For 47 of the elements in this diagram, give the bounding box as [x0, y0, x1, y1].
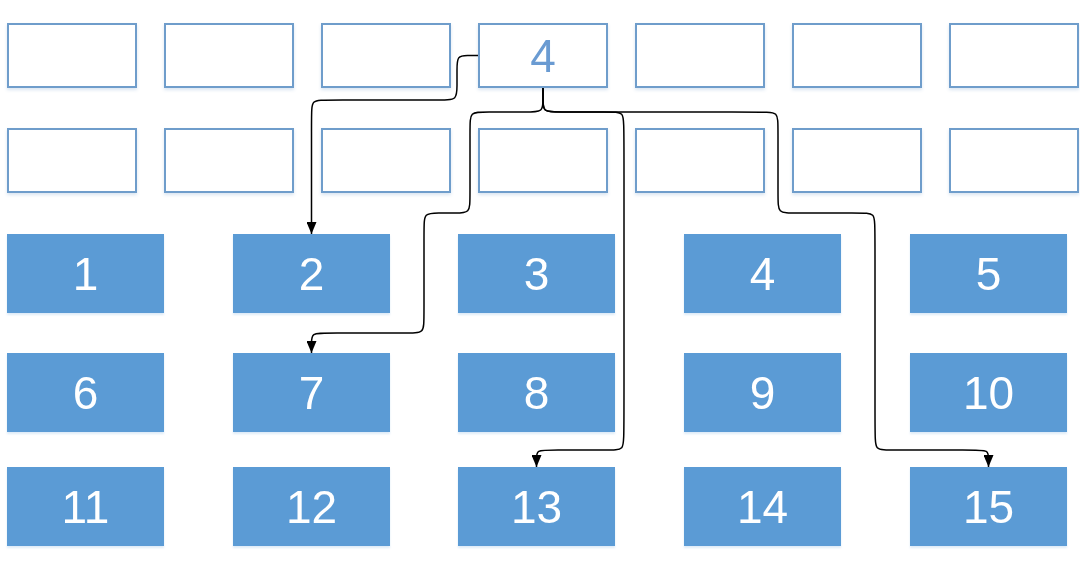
outlined-box: [635, 128, 765, 193]
outlined-box: [478, 23, 608, 88]
block-number: 6: [72, 369, 99, 416]
filled-block: [458, 234, 615, 313]
arrow: [306, 54, 479, 235]
block-number: 13: [510, 483, 563, 530]
filled-block: [7, 467, 164, 546]
block-number: 10: [962, 369, 1015, 416]
filled-block: [910, 467, 1067, 546]
block-number: 3: [523, 250, 550, 297]
outlined-box: [164, 128, 294, 193]
block-number: 12: [285, 483, 338, 530]
outlined-box: [949, 23, 1079, 88]
outlined-box: [7, 128, 137, 193]
arrow: [542, 87, 994, 468]
filled-block: [7, 353, 164, 432]
filled-block: [233, 234, 390, 313]
filled-block: [684, 467, 841, 546]
outlined-box: [478, 128, 608, 193]
block-number: 14: [736, 483, 789, 530]
block-number: 4: [530, 32, 556, 79]
filled-block: [684, 234, 841, 313]
outlined-box: [949, 128, 1079, 193]
filled-block: [458, 353, 615, 432]
block-number: 5: [975, 250, 1002, 297]
block-number: 2: [298, 250, 325, 297]
outlined-box: [321, 128, 451, 193]
filled-block: [684, 353, 841, 432]
block-number: 11: [61, 483, 110, 530]
filled-block: [233, 467, 390, 546]
block-number: 1: [72, 250, 99, 297]
filled-block: [910, 353, 1067, 432]
outlined-box: [164, 23, 294, 88]
filled-block: [233, 353, 390, 432]
filled-block: [910, 234, 1067, 313]
block-number: 15: [962, 483, 1015, 530]
outlined-box: [792, 128, 922, 193]
outlined-box: [7, 23, 137, 88]
block-number: 4: [749, 250, 776, 297]
filled-block: [458, 467, 615, 546]
outlined-box: [792, 23, 922, 88]
outlined-box: [321, 23, 451, 88]
block-number: 9: [749, 369, 776, 416]
block-number: 7: [298, 369, 325, 416]
outlined-box: [635, 23, 765, 88]
filled-block: [7, 234, 164, 313]
block-number: 8: [523, 369, 550, 416]
